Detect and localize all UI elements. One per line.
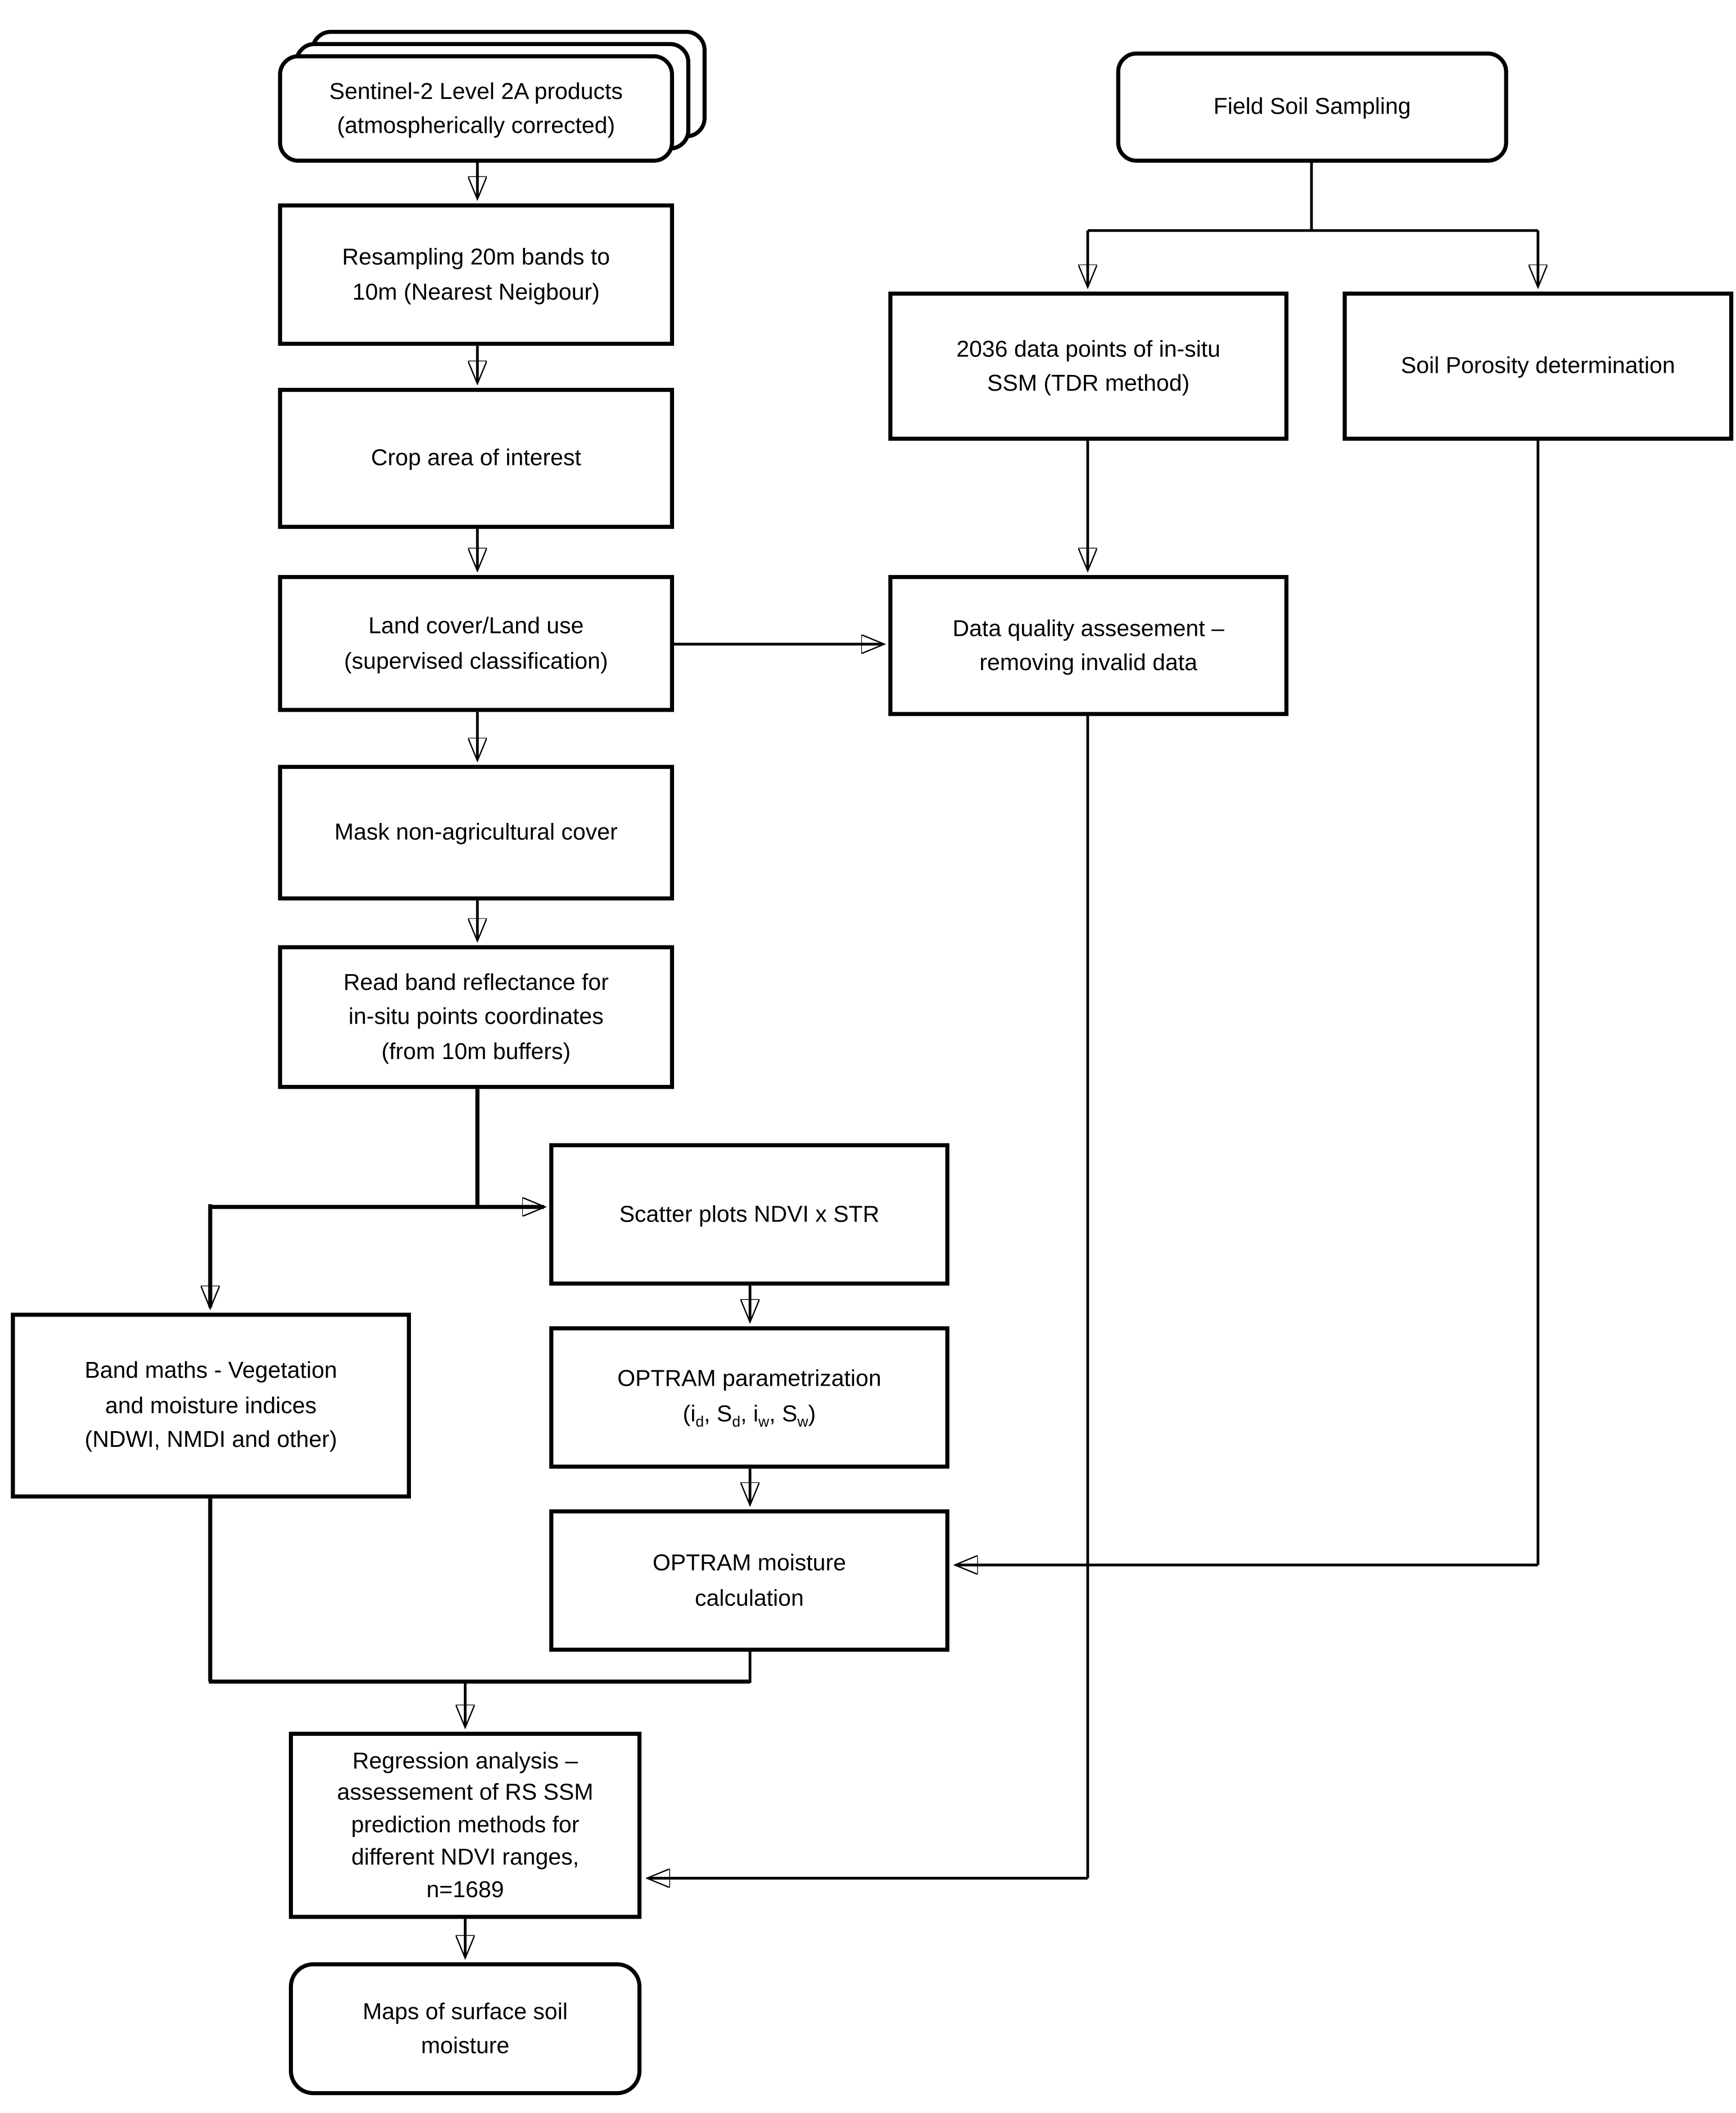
node-label-line: Resampling 20m bands to bbox=[342, 244, 611, 270]
node-land-cover: Land cover/Land use (supervised classifi… bbox=[278, 574, 675, 712]
node-label-line: Mask non-agricultural cover bbox=[334, 819, 618, 845]
node-scatter-plots: Scatter plots NDVI x STR bbox=[549, 1143, 950, 1286]
node-label-line: different NDVI ranges, bbox=[351, 1844, 579, 1870]
node-label-line: (NDWI, NMDI and other) bbox=[84, 1427, 337, 1453]
node-label-line: calculation bbox=[694, 1585, 804, 1610]
node-label-line: OPTRAM parametrization bbox=[617, 1365, 881, 1392]
node-label-line: removing invalid data bbox=[979, 649, 1197, 676]
node-label-line: Scatter plots NDVI x STR bbox=[619, 1201, 880, 1227]
node-band-maths: Band maths - Vegetation and moisture ind… bbox=[11, 1313, 411, 1499]
node-label-line: moisture bbox=[421, 2033, 510, 2059]
node-read-band-reflectance: Read band reflectance for in-situ points… bbox=[278, 945, 675, 1089]
node-label-line: Data quality assesement – bbox=[952, 615, 1224, 641]
node-label-line: Soil Porosity determination bbox=[1400, 352, 1675, 379]
param-subscript: d bbox=[732, 1414, 741, 1430]
node-maps-output: Maps of surface soil moisture bbox=[288, 1962, 642, 2096]
node-label-line: Field Soil Sampling bbox=[1213, 94, 1411, 120]
node-optram-parametrization: OPTRAM parametrization (id, Sd, iw, Sw) bbox=[549, 1326, 950, 1469]
node-label-line: (id, Sd, iw, Sw) bbox=[683, 1396, 816, 1433]
node-sentinel-products: Sentinel-2 Level 2A products (atmospheri… bbox=[278, 54, 675, 163]
node-resampling: Resampling 20m bands to 10m (Nearest Nei… bbox=[278, 203, 675, 346]
node-optram-moisture: OPTRAM moisture calculation bbox=[549, 1509, 950, 1652]
node-label-line: 10m (Nearest Neigbour) bbox=[352, 278, 600, 305]
param-text: ) bbox=[808, 1400, 816, 1426]
node-label-line: SSM (TDR method) bbox=[987, 370, 1190, 396]
node-label-line: assessement of RS SSM bbox=[337, 1779, 594, 1806]
param-subscript: w bbox=[797, 1414, 808, 1430]
param-text: (i bbox=[682, 1400, 696, 1426]
node-crop-area: Crop area of interest bbox=[278, 387, 675, 529]
node-label-line: in-situ points coordinates bbox=[348, 1003, 604, 1030]
node-regression-analysis: Regression analysis – assessement of RS … bbox=[288, 1731, 642, 1919]
node-label-line: n=1689 bbox=[426, 1876, 504, 1902]
param-text: , i bbox=[740, 1400, 759, 1426]
param-text: , S bbox=[769, 1400, 798, 1426]
node-label-line: 2036 data points of in-situ bbox=[956, 336, 1220, 361]
node-label-line: and moisture indices bbox=[105, 1392, 317, 1418]
node-label-line: (supervised classification) bbox=[343, 647, 608, 673]
node-insitu-data-points: 2036 data points of in-situ SSM (TDR met… bbox=[888, 291, 1289, 441]
node-label-line: (from 10m buffers) bbox=[381, 1038, 571, 1065]
node-data-quality: Data quality assesement – removing inval… bbox=[888, 574, 1289, 716]
node-label-line: Sentinel-2 Level 2A products bbox=[329, 78, 623, 104]
node-label-line: OPTRAM moisture bbox=[652, 1550, 846, 1576]
param-subscript: w bbox=[758, 1414, 770, 1430]
node-soil-porosity: Soil Porosity determination bbox=[1342, 291, 1734, 441]
node-label-line: Regression analysis – bbox=[352, 1747, 578, 1773]
node-label-line: prediction methods for bbox=[351, 1812, 580, 1838]
node-mask-cover: Mask non-agricultural cover bbox=[278, 764, 675, 901]
node-label-line: Maps of surface soil bbox=[363, 1998, 568, 2024]
node-label-line: Land cover/Land use bbox=[368, 613, 584, 639]
node-label-line: Band maths - Vegetation bbox=[84, 1358, 337, 1384]
param-subscript: d bbox=[695, 1414, 704, 1430]
node-label-line: Read band reflectance for bbox=[343, 969, 609, 996]
node-field-soil-sampling: Field Soil Sampling bbox=[1116, 51, 1508, 163]
param-text: , S bbox=[704, 1400, 733, 1426]
node-label-line: Crop area of interest bbox=[370, 445, 581, 471]
node-label-line: (atmospherically corrected) bbox=[337, 112, 616, 139]
